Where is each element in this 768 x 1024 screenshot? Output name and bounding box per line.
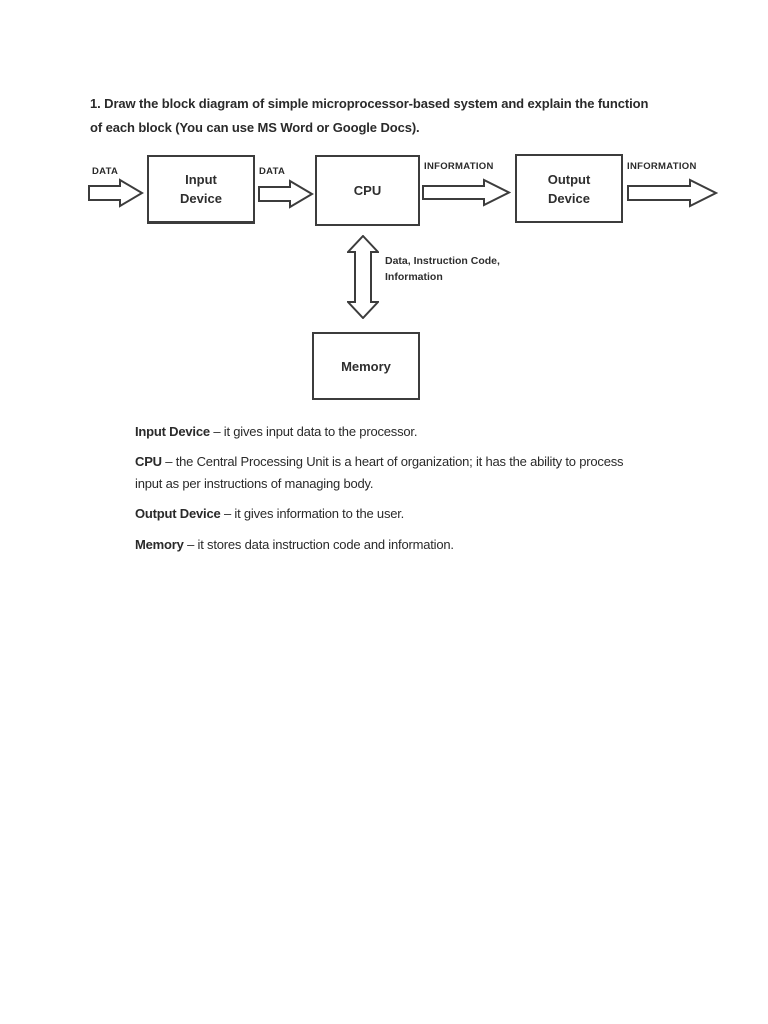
data-mid-caption: DATA — [259, 166, 286, 177]
explanation-term: Output Device — [135, 506, 221, 521]
explanation-cpu: CPU – the Central Processing Unit is a h… — [135, 451, 680, 495]
explanation-line: CPU – the Central Processing Unit is a h… — [135, 451, 680, 473]
cpu-memory-double-arrow-icon — [347, 235, 379, 319]
explanation-text: – it stores data instruction code and in… — [183, 537, 454, 552]
data-mid-arrow-right-icon — [258, 179, 314, 209]
explanation-text: – it gives information to the user. — [220, 506, 405, 521]
question-title-line2: of each block (You can use MS Word or Go… — [90, 120, 420, 135]
data-in-caption: DATA — [92, 166, 119, 177]
information-mid-caption: INFORMATION — [424, 161, 494, 172]
explanation-input-device: Input Device – it gives input data to th… — [135, 421, 680, 443]
bus-label-line2: Information — [385, 271, 443, 283]
explanation-line: Output Device – it gives information to … — [135, 503, 680, 525]
information-out-caption: INFORMATION — [627, 161, 697, 172]
cpu-label: CPU — [353, 183, 382, 198]
data-in-arrow-right-icon — [88, 178, 144, 208]
output-device-box: Output Device — [515, 154, 623, 223]
question-title: 1. Draw the block diagram of simple micr… — [90, 92, 690, 140]
explanation-memory: Memory – it stores data instruction code… — [135, 534, 680, 556]
input-device-label-line1: Input — [185, 172, 217, 187]
information-out-arrow-right-icon — [627, 178, 718, 208]
explanation-line: Memory – it stores data instruction code… — [135, 534, 680, 556]
explanation-term: Memory — [135, 537, 184, 552]
cpu-box: CPU — [315, 155, 420, 226]
bus-label-line1: Data, Instruction Code, — [385, 255, 500, 267]
input-device-box: Input Device — [147, 155, 255, 224]
explanation-output-device: Output Device – it gives information to … — [135, 503, 680, 525]
explanation-line: Input Device – it gives input data to th… — [135, 421, 680, 443]
information-mid-arrow-right-icon — [422, 178, 511, 207]
memory-label: Memory — [341, 358, 391, 374]
output-device-label-line1: Output — [547, 171, 591, 187]
input-device-label-line2: Device — [180, 191, 222, 206]
memory-box: Memory — [312, 332, 420, 400]
explanation-term: Input Device — [135, 424, 210, 439]
bus-label: Data, Instruction Code, Information — [385, 253, 525, 285]
explanation-line: input as per instructions of managing bo… — [135, 476, 374, 491]
explanation-text: – the Central Processing Unit is a heart… — [161, 454, 624, 469]
question-title-line1: 1. Draw the block diagram of simple micr… — [90, 96, 649, 111]
explanation-term: CPU — [135, 454, 162, 469]
output-device-label-line2: Device — [548, 190, 590, 206]
explanation-text: – it gives input data to the processor. — [209, 424, 418, 439]
